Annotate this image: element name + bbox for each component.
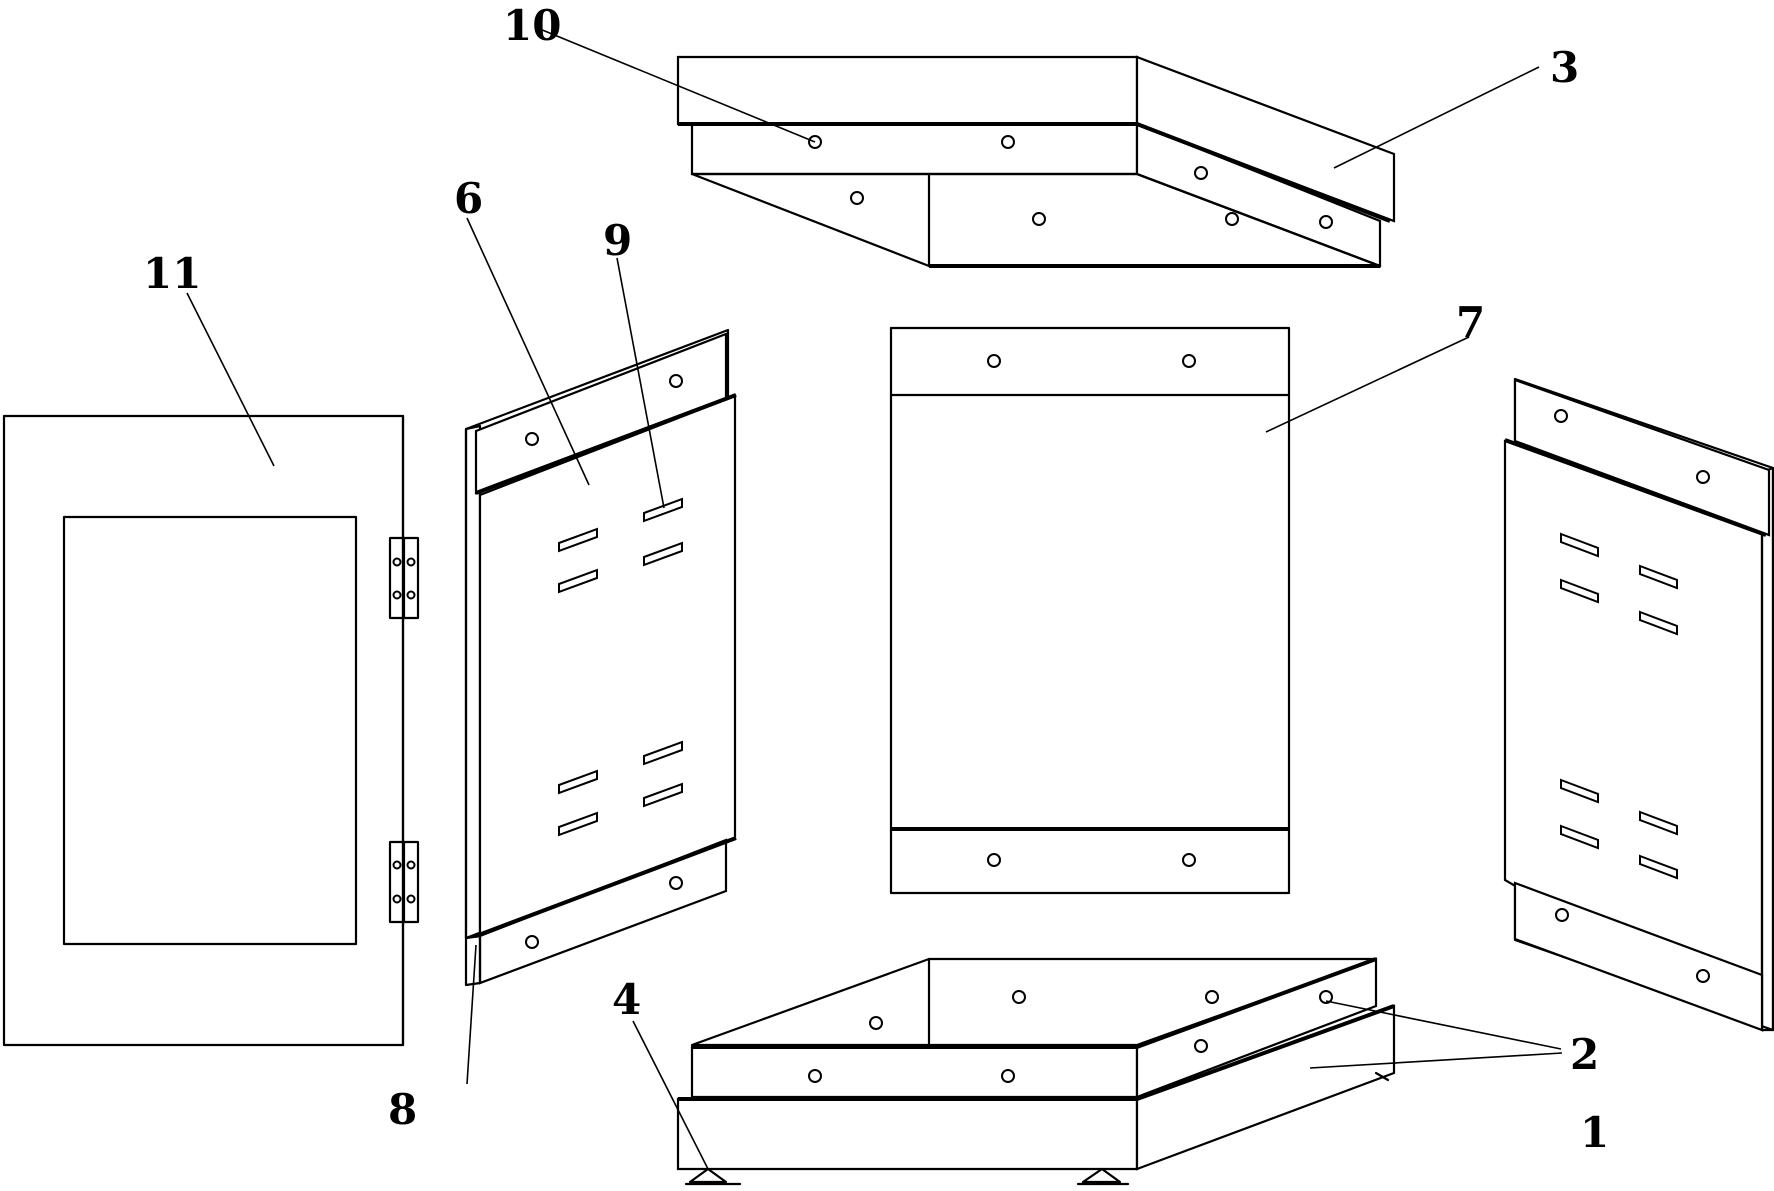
panel-edge-8 bbox=[464, 424, 482, 940]
right-vent-slots bbox=[1560, 532, 1678, 880]
label-6: 6 bbox=[454, 174, 483, 223]
feet-4 bbox=[684, 1071, 1390, 1186]
left-side-panel-6 bbox=[464, 328, 737, 987]
vent-slots-9 bbox=[558, 497, 683, 837]
label-4: 4 bbox=[612, 975, 641, 1024]
back-panel-7 bbox=[889, 326, 1291, 895]
label-8: 8 bbox=[388, 1085, 417, 1134]
label-7: 7 bbox=[1456, 298, 1485, 347]
label-3: 3 bbox=[1550, 43, 1579, 92]
label-9: 9 bbox=[603, 216, 632, 265]
label-10: 10 bbox=[503, 1, 561, 50]
leader-lines bbox=[186, 26, 1563, 1170]
door-panel-11 bbox=[2, 414, 420, 1047]
top-cover-3 bbox=[676, 55, 1396, 268]
base-1 bbox=[676, 957, 1396, 1186]
door-window bbox=[62, 515, 358, 946]
hinge-lower bbox=[388, 840, 420, 924]
right-side-panel bbox=[1503, 377, 1774, 1032]
label-11: 11 bbox=[143, 249, 201, 298]
label-1: 1 bbox=[1580, 1108, 1609, 1157]
label-2: 2 bbox=[1570, 1030, 1599, 1079]
part-labels: 10 3 6 9 11 7 4 2 8 1 bbox=[143, 1, 1609, 1157]
hinge-upper bbox=[388, 536, 420, 620]
